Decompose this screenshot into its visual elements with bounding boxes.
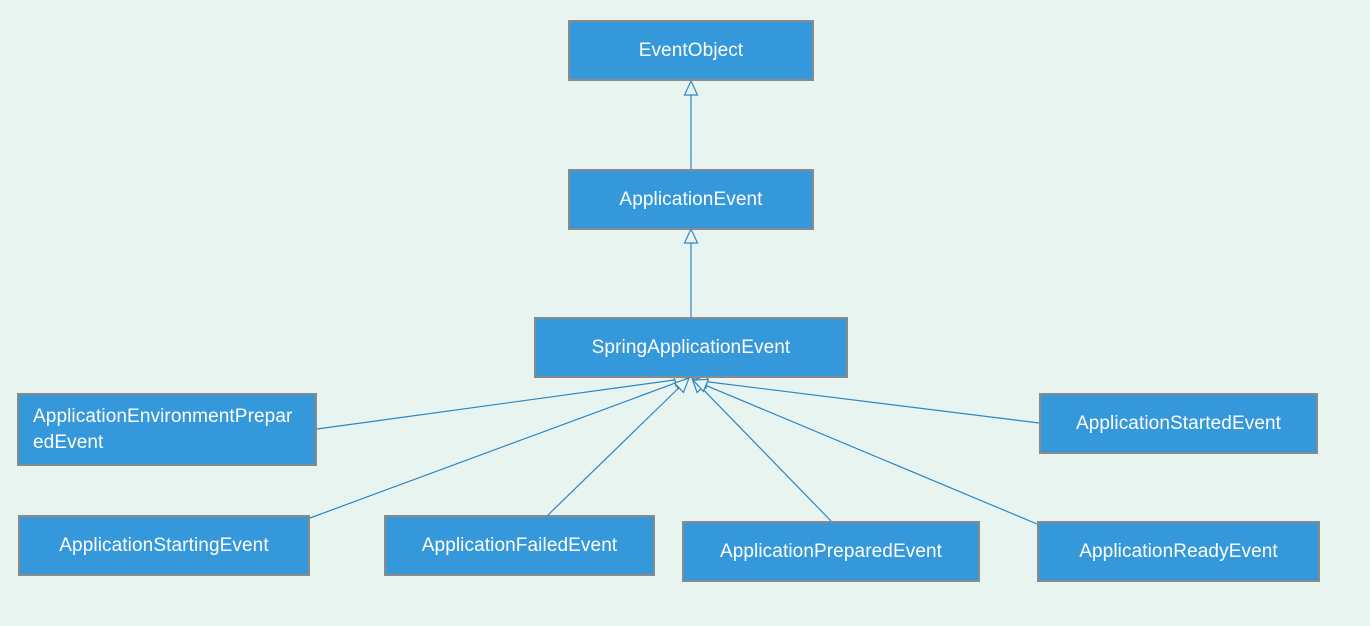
generalization-edge-application-starting-event-to-spring-application-event xyxy=(309,376,691,519)
class-box-application-failed-event[interactable]: ApplicationFailedEvent xyxy=(384,515,655,576)
edge-line xyxy=(705,384,1038,525)
class-box-application-event[interactable]: ApplicationEvent xyxy=(568,169,814,230)
hollow-triangle-arrowhead-icon xyxy=(683,79,699,96)
generalization-edge-application-ready-event-to-spring-application-event xyxy=(691,378,1038,525)
class-name-label: ApplicationEvent xyxy=(619,188,763,210)
class-box-application-prepared-event[interactable]: ApplicationPreparedEvent xyxy=(682,521,980,582)
edge-line xyxy=(701,387,832,522)
class-name-label: ApplicationStartingEvent xyxy=(59,534,269,556)
class-name-label: EventObject xyxy=(638,39,744,61)
hollow-triangle-arrowhead-icon xyxy=(673,377,691,394)
class-name-label: ApplicationEnvironmentPreparedEvent xyxy=(33,405,293,453)
class-box-application-ready-event[interactable]: ApplicationReadyEvent xyxy=(1037,521,1320,582)
generalization-edge-application-environment-prepared-event-to-spring-application-event xyxy=(316,372,691,430)
class-box-event-object[interactable]: EventObject xyxy=(568,20,814,81)
generalization-edge-spring-application-event-to-application-event xyxy=(683,227,699,317)
class-name-label: ApplicationFailedEvent xyxy=(421,534,618,556)
edge-line xyxy=(316,379,676,430)
class-name-label: ApplicationStartedEvent xyxy=(1075,412,1282,434)
edge-line xyxy=(706,381,1040,424)
edge-line xyxy=(309,382,677,519)
generalization-edge-application-started-event-to-spring-application-event xyxy=(691,374,1040,424)
class-box-application-started-event[interactable]: ApplicationStartedEvent xyxy=(1039,393,1318,454)
class-box-application-starting-event[interactable]: ApplicationStartingEvent xyxy=(18,515,310,576)
hollow-triangle-arrowhead-icon xyxy=(672,376,691,391)
hollow-triangle-arrowhead-icon xyxy=(691,378,710,393)
generalization-edge-application-failed-event-to-spring-application-event xyxy=(547,377,691,516)
class-name-label: ApplicationReadyEvent xyxy=(1079,540,1278,562)
class-box-application-environment-prepared-event[interactable]: ApplicationEnvironmentPreparedEvent xyxy=(17,393,317,466)
hollow-triangle-arrowhead-icon xyxy=(683,227,699,244)
generalization-edge-application-event-to-event-object xyxy=(683,79,699,169)
class-name-label: ApplicationPreparedEvent xyxy=(719,540,943,562)
class-name-label: SpringApplicationEvent xyxy=(591,336,791,358)
class-box-spring-application-event[interactable]: SpringApplicationEvent xyxy=(534,317,848,378)
hollow-triangle-arrowhead-icon xyxy=(691,376,708,394)
edge-line xyxy=(547,387,680,516)
generalization-edge-application-prepared-event-to-spring-application-event xyxy=(691,376,832,522)
